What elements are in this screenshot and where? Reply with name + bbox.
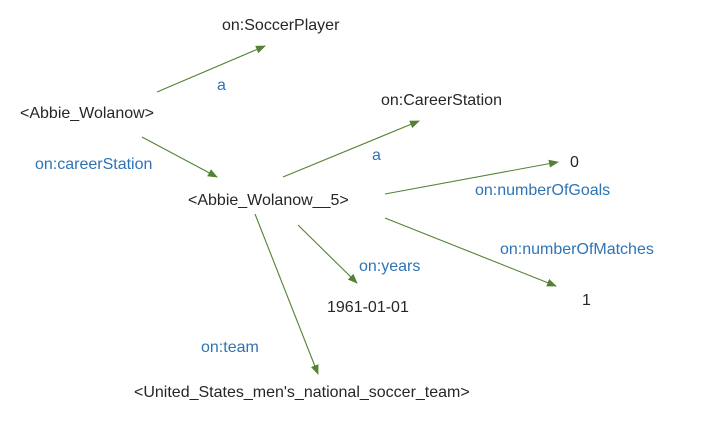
node-soccer-player: on:SoccerPlayer	[222, 17, 340, 34]
node-abbie-wolanow: <Abbie_Wolanow>	[20, 105, 154, 122]
edge-arrow-years	[297, 224, 358, 284]
edge-label-years: on:years	[359, 258, 420, 275]
edges	[141, 45, 559, 375]
node-career-station-class: on:CareerStation	[381, 92, 502, 109]
edge-label-team: on:team	[201, 339, 259, 356]
edge-arrow-team	[254, 213, 319, 375]
node-goals-value: 0	[570, 154, 579, 171]
edge-arrow-type-station	[282, 120, 420, 178]
node-team: <United_States_men's_national_soccer_tea…	[134, 384, 470, 401]
edge-label-career-station: on:careerStation	[35, 156, 152, 173]
edge-labels: a on:careerStation a on:numberOfGoals on…	[35, 77, 654, 356]
node-abbie-wolanow-5: <Abbie_Wolanow__5>	[188, 192, 349, 209]
edge-arrow-career-station	[141, 136, 218, 178]
edge-arrow-number-of-matches	[384, 217, 557, 287]
node-matches-value: 1	[582, 292, 591, 309]
edge-label-number-of-matches: on:numberOfMatches	[500, 241, 654, 258]
node-years-value: 1961-01-01	[327, 299, 409, 316]
edge-label-type-player: a	[217, 77, 226, 94]
edge-arrow-type-player	[156, 45, 266, 93]
edge-label-number-of-goals: on:numberOfGoals	[475, 182, 610, 199]
edge-arrow-number-of-goals	[384, 159, 559, 195]
nodes: on:SoccerPlayer <Abbie_Wolanow> on:Caree…	[20, 17, 591, 401]
edge-label-type-station: a	[372, 147, 381, 164]
